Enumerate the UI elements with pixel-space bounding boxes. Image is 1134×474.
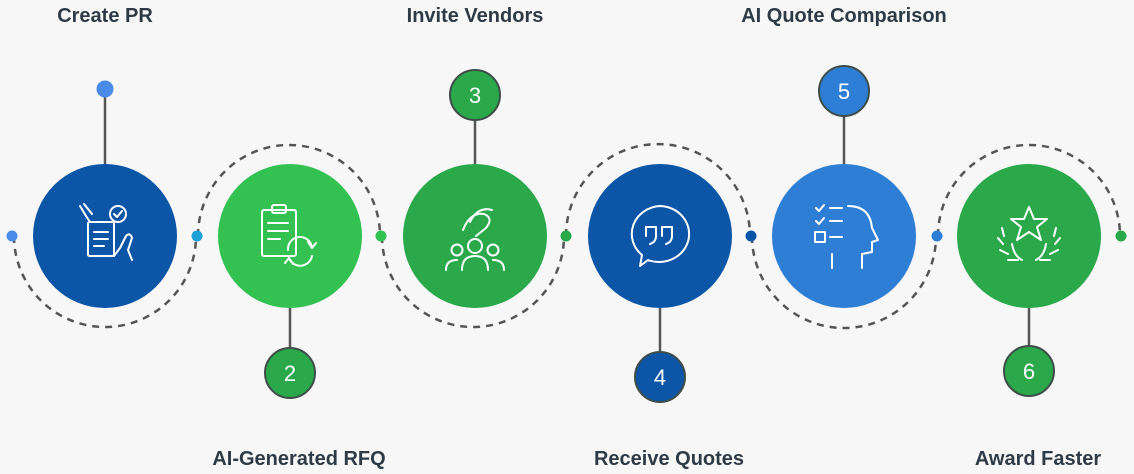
step-6-title: Award Faster: [974, 448, 1102, 470]
step-4-number: 4: [654, 365, 666, 390]
connector-dot: [931, 230, 943, 242]
step-4: 4: [588, 164, 732, 403]
connector-arc-1: [12, 235, 198, 329]
step-1-title: Create PR: [57, 5, 153, 27]
connector-arc-5: [750, 235, 938, 330]
connector-dot: [745, 230, 757, 242]
step-2-badge: [264, 347, 316, 399]
step-2: [218, 164, 362, 308]
checklist-hand-icon: [79, 203, 133, 261]
step-2-circle: [218, 164, 362, 308]
connector-dots: [6, 230, 1127, 242]
step-6-number: 6: [1023, 359, 1035, 384]
step-3-badge: [449, 69, 501, 121]
clipboard-refresh-icon: [261, 204, 317, 267]
step-2-number: 2: [284, 361, 296, 386]
ai-head-checklist-icon: [814, 204, 879, 269]
connector-dot: [375, 230, 387, 242]
step-5-number: 5: [838, 79, 850, 104]
step-5: 5: [772, 65, 916, 308]
step-5-badge: [818, 65, 870, 117]
connector-arc-3: [380, 235, 566, 329]
step-4-circle: [588, 164, 732, 308]
award-star-icon: [997, 206, 1061, 261]
step-6: 6: [957, 164, 1101, 397]
badge-stems: [103, 96, 1031, 352]
quote-bubble-icon: [630, 205, 691, 267]
connector-dot: [560, 230, 572, 242]
connector-arc-4: [564, 142, 752, 237]
step-3: 3: [403, 69, 547, 308]
connector-dot: [191, 230, 203, 242]
step-5-title: AI Quote Comparison: [741, 5, 947, 27]
step-6-badge: [1003, 345, 1055, 397]
step-2-title: AI-Generated RFQ: [212, 448, 386, 470]
step-1-badge: [96, 80, 114, 98]
connector-arcs: [12, 142, 1122, 330]
step-5-circle: [772, 164, 916, 308]
step-1-circle: [33, 164, 177, 308]
connector-arc-6: [936, 143, 1122, 237]
connector-arc-2: [196, 143, 382, 237]
connector-dot: [1115, 230, 1127, 242]
step-6-circle: [957, 164, 1101, 308]
vendors-group-icon: [445, 208, 505, 271]
step-3-title: Invite Vendors: [406, 5, 544, 27]
step-4-badge: [634, 351, 686, 403]
step-1: [33, 80, 177, 308]
connector-dot: [6, 230, 18, 242]
step-4-title: Receive Quotes: [593, 448, 745, 470]
step-3-number: 3: [469, 83, 481, 108]
